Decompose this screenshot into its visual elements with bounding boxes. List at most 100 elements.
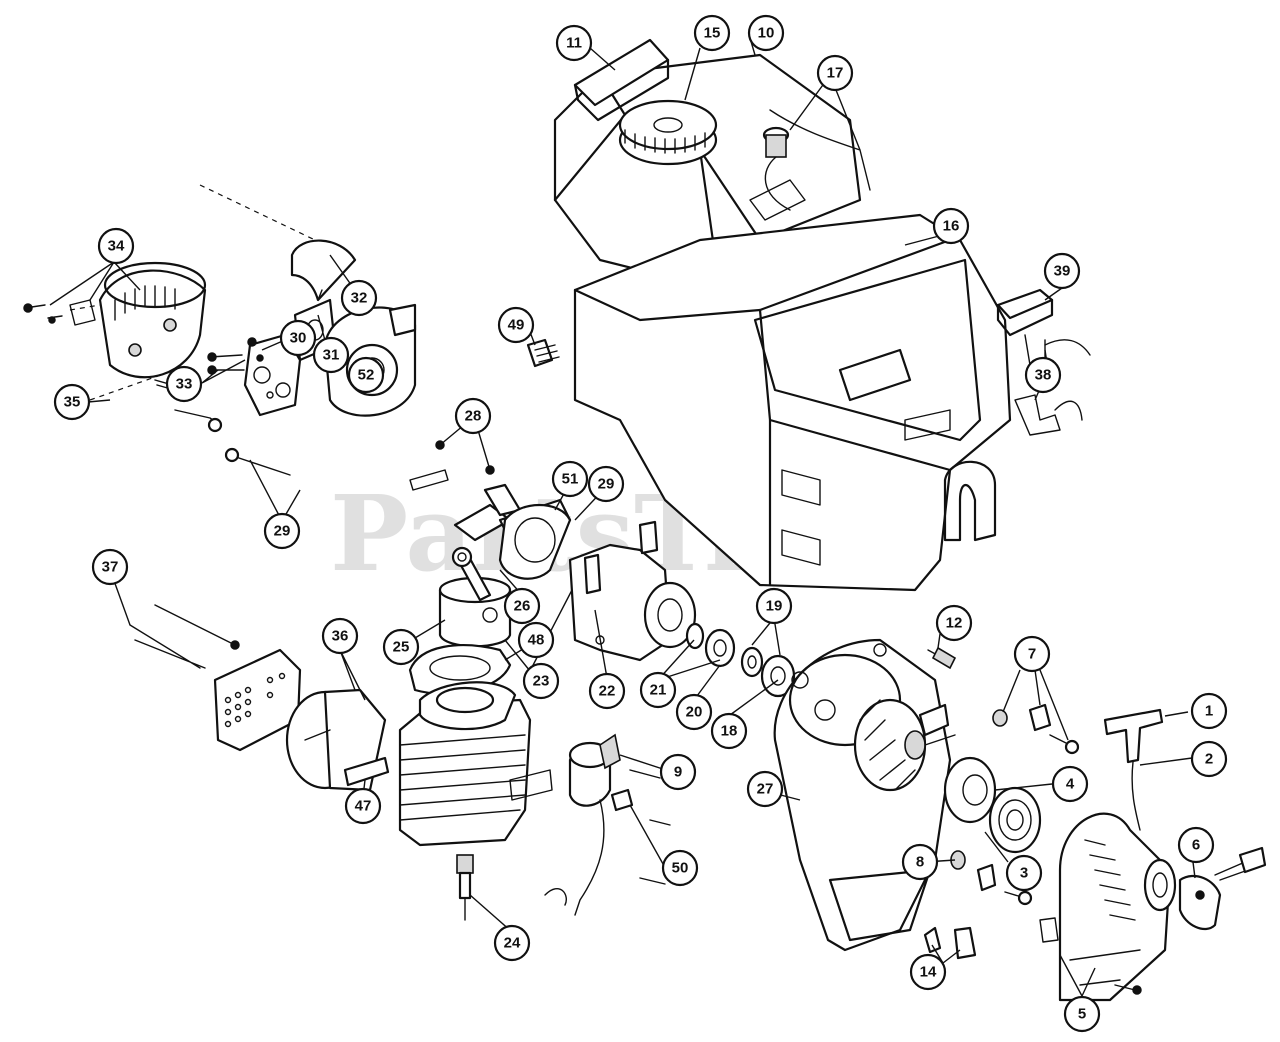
callout-label: 17 [827, 65, 844, 82]
callout-label: 39 [1054, 263, 1071, 280]
callout-label: 23 [533, 673, 550, 690]
callout-label: 1 [1205, 703, 1213, 720]
callout-35: 35 [53, 383, 91, 421]
callout-38: 38 [1024, 356, 1062, 394]
callout-label: 25 [393, 639, 410, 656]
callout-48: 48 [517, 621, 555, 659]
callout-14: 14 [909, 953, 947, 991]
callout-49: 49 [497, 306, 535, 344]
fan-housing-part [23, 261, 207, 401]
fuel-cap-part [618, 99, 718, 166]
callout-36: 36 [321, 617, 359, 655]
callout-19: 19 [755, 587, 793, 625]
callout-label: 26 [514, 598, 531, 615]
callout-31: 31 [312, 336, 350, 374]
flywheel-part [853, 698, 956, 792]
callout-27: 27 [746, 770, 784, 808]
callout-label: 30 [290, 330, 307, 347]
callout-29-top: 29 [587, 465, 625, 503]
callout-label: 15 [704, 25, 721, 42]
callout-label: 8 [916, 854, 924, 871]
callout-51: 51 [551, 460, 589, 498]
callout-label: 50 [672, 860, 689, 877]
callout-28: 28 [454, 397, 492, 435]
starter-housing-part [773, 638, 952, 952]
callout-1: 1 [1190, 692, 1228, 730]
callout-47: 47 [344, 787, 382, 825]
callout-label: 19 [766, 598, 783, 615]
starter-pulley-part [943, 756, 997, 824]
callout-5: 5 [1063, 995, 1101, 1033]
callout-29-left: 29 [263, 512, 301, 550]
muffler-part [285, 688, 390, 792]
callout-23: 23 [522, 662, 560, 700]
spring-screw-part [154, 379, 291, 476]
callout-label: 36 [332, 628, 349, 645]
callout-label: 27 [757, 781, 774, 798]
clamp-part [1195, 846, 1267, 900]
callout-label: 29 [598, 476, 615, 493]
callout-33: 33 [165, 365, 203, 403]
callout-12: 12 [935, 604, 973, 642]
callout-label: 38 [1035, 367, 1052, 384]
callout-label: 37 [102, 559, 119, 576]
callout-label: 4 [1066, 776, 1075, 793]
cover-part [199, 184, 357, 302]
callout-30: 30 [279, 319, 317, 357]
callout-label: 9 [674, 764, 682, 781]
callout-label: 47 [355, 798, 372, 815]
callout-20: 20 [675, 693, 713, 731]
callout-label: 28 [465, 408, 482, 425]
callout-21: 21 [639, 671, 677, 709]
callout-label: 32 [351, 290, 368, 307]
callout-34: 34 [97, 227, 135, 265]
callout-18: 18 [710, 712, 748, 750]
fuel-fitting-part [749, 126, 806, 221]
callout-label: 3 [1020, 865, 1028, 882]
callout-label: 35 [64, 394, 81, 411]
callout-label: 48 [528, 632, 545, 649]
screw-part [526, 338, 560, 368]
callout-15: 15 [693, 14, 731, 52]
pawl-part [927, 646, 1080, 906]
piston-part [438, 546, 512, 648]
callout-8: 8 [901, 843, 939, 881]
callout-2: 2 [1190, 740, 1228, 778]
callout-16: 16 [932, 207, 970, 245]
spark-plug-part [456, 854, 474, 921]
leader-lines [49, 37, 1196, 997]
callout-label: 5 [1078, 1006, 1086, 1023]
callout-label: 29 [274, 523, 291, 540]
callout-label: 52 [358, 367, 375, 384]
callout-label: 14 [920, 964, 937, 981]
starter-handle-part [1103, 708, 1164, 831]
callout-32: 32 [340, 279, 378, 317]
callout-label: 49 [508, 317, 525, 334]
callout-label: 21 [650, 682, 667, 699]
callout-label: 18 [721, 723, 738, 740]
starter-cover-part [1058, 812, 1222, 1002]
callout-10: 10 [747, 14, 785, 52]
callout-37: 37 [91, 548, 129, 586]
callout-9: 9 [659, 753, 697, 791]
crankcase-part [568, 520, 697, 662]
callout-label: 31 [323, 347, 340, 364]
callout-4: 4 [1051, 765, 1089, 803]
callout-24: 24 [493, 924, 531, 962]
callout-label: 34 [108, 238, 125, 255]
bearing-part [685, 622, 796, 698]
tank-clip-part [573, 38, 670, 122]
callout-22: 22 [588, 672, 626, 710]
callout-label: 11 [566, 35, 582, 52]
callout-52: 52 [347, 356, 385, 394]
callout-label: 20 [686, 704, 703, 721]
callout-26: 26 [503, 587, 541, 625]
callout-label: 24 [504, 935, 521, 952]
callout-label: 2 [1205, 751, 1213, 768]
callout-6: 6 [1177, 826, 1215, 864]
callout-17: 17 [816, 54, 854, 92]
callout-label: 51 [562, 471, 579, 488]
gasket-part [498, 503, 572, 580]
callout-label: 33 [176, 376, 193, 393]
